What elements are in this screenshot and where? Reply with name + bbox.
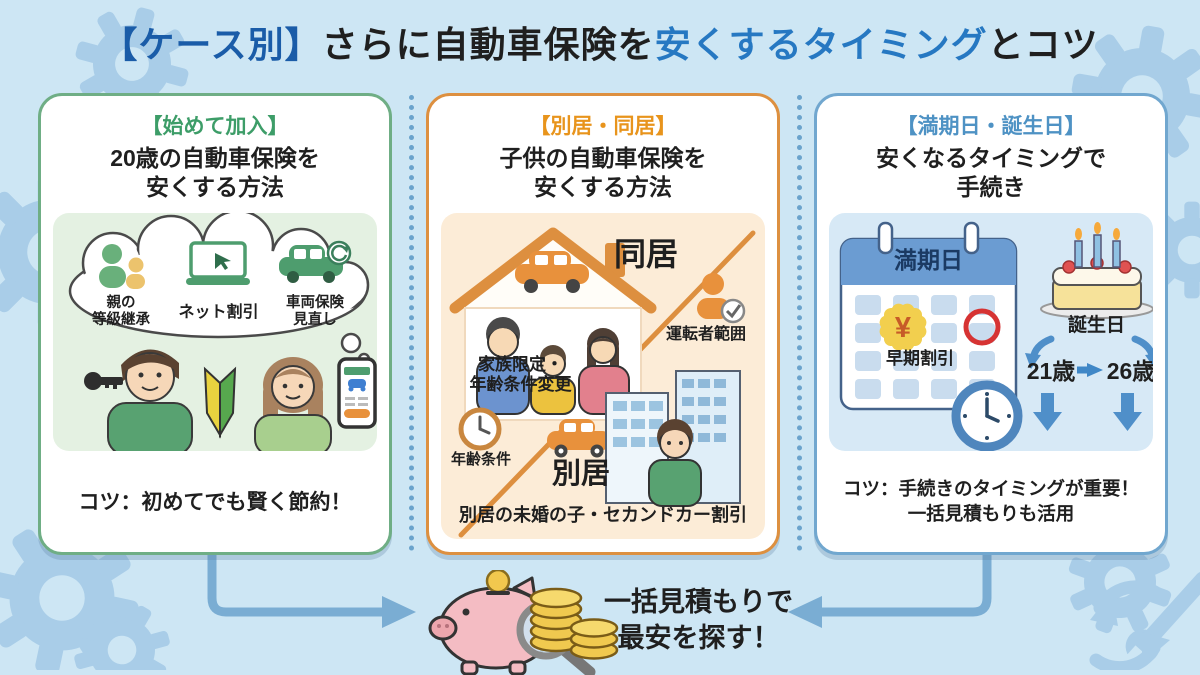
label-age-condition: 年齢条件 <box>450 450 511 468</box>
young-man-icon <box>648 418 702 507</box>
car-review-icon <box>279 240 352 283</box>
birthday-cake-icon <box>1040 221 1153 319</box>
age-arrow-icon <box>1087 362 1103 377</box>
coins-icon <box>529 587 619 660</box>
panel-tag: 【別居・同居】 <box>529 115 677 138</box>
panel3-tip: コツ：手続きのタイミングが重要！ 一括見積もりも活用 <box>842 477 1139 525</box>
panel2-illustration: 同居 運転者範囲 家族限定・ 年齢条件変更 年齢条件 別居 別居の未婚の子・セカ… <box>441 212 765 539</box>
dotted-separator <box>780 93 814 555</box>
page-title: 【ケース別】さらに自動車保険を安くするタイミングとコツ <box>0 16 1200 68</box>
car-key-icon <box>84 371 123 390</box>
flow-connectors <box>207 553 992 628</box>
down-arrows <box>1033 392 1142 431</box>
coin-icon <box>485 570 511 594</box>
yen-badge-icon <box>879 303 927 351</box>
title-segment: 安くするタイミング <box>654 24 988 65</box>
title-segment: 【ケース別】 <box>101 24 322 65</box>
connector-right-arrowhead <box>788 596 822 628</box>
connector-left <box>207 553 382 617</box>
panels-row: 【始めて加入】 20歳の自動車保険を 安くする方法 <box>38 93 1168 555</box>
panel-title: 安くなるタイミングで 手続き <box>876 145 1106 201</box>
panel-title: 20歳の自動車保険を 安くする方法 <box>110 145 320 201</box>
panel1-tip: コツ：初めてでも賢く節約！ <box>78 491 352 515</box>
car-icon <box>547 418 611 458</box>
panel-tag: 【始めて加入】 <box>141 115 289 138</box>
connector-right <box>822 553 992 617</box>
calendar-icon <box>839 221 1018 411</box>
title-segment: さらに自動車保険を <box>321 24 655 65</box>
driver-scope-icon <box>697 272 746 324</box>
label-age-to: 26歳 <box>1106 357 1153 384</box>
title-segment: とコツ <box>987 24 1099 65</box>
young-couple-illustration <box>84 349 377 451</box>
curved-arrows <box>1029 335 1153 363</box>
car-icon <box>515 250 589 293</box>
beginner-mark-icon <box>203 366 237 439</box>
clock-icon <box>951 380 1023 451</box>
panel-timing: 【満期日・誕生日】 安くなるタイミングで 手続き <box>814 93 1168 555</box>
circled-date <box>963 308 1001 346</box>
panel-living-arrangement: 【別居・同居】 子供の自動車保険を 安くする方法 <box>426 93 780 555</box>
buildings-icon <box>605 369 741 507</box>
dotted-separator <box>392 93 426 555</box>
label-driver-scope: 運転者範囲 <box>665 325 746 343</box>
label-birthday: 誕生日 <box>1067 314 1125 336</box>
age-arrow-shaft <box>1077 366 1089 374</box>
connector-left-arrowhead <box>382 596 416 628</box>
panel-title: 子供の自動車保険を 安くする方法 <box>499 145 707 201</box>
laptop-discount-icon <box>186 241 250 285</box>
smartphone-icon <box>337 357 377 429</box>
family-icon <box>99 243 145 289</box>
house-family-icon <box>449 227 657 421</box>
bubble-label-grade: 親の 等級継承 <box>92 294 150 329</box>
label-separate: 別居 <box>551 457 610 490</box>
label-age-from: 21歳 <box>1026 357 1076 384</box>
clock-icon <box>458 407 502 451</box>
label-early-discount: 早期割引 <box>886 348 954 368</box>
bubble-label-net: ネット割引 <box>178 303 259 321</box>
label-together: 同居 <box>613 235 678 272</box>
yen-symbol: ¥ <box>894 311 912 344</box>
label-panel2-bottom: 別居の未婚の子・セカンドカー割引 <box>459 504 747 525</box>
footer-cta: 一括見積もりで 最安を探す！ <box>604 587 793 654</box>
calendar-header-label: 満期日 <box>894 246 963 273</box>
curved-arrowheads <box>1025 352 1153 369</box>
bubble-label-vehicle: 車両保険 見直し <box>286 294 344 329</box>
thought-bubble <box>68 212 371 366</box>
panel1-illustration: 親の 等級継承 ネット割引 車両保険 見直し <box>53 212 377 451</box>
label-family-limit: 家族限定・ 年齢条件変更 <box>469 354 572 395</box>
panel-first-enrollment: 【始めて加入】 20歳の自動車保険を 安くする方法 <box>38 93 392 555</box>
panel3-illustration: 満期日 ¥ 早期割引 誕生日 21歳 26歳 <box>829 212 1153 451</box>
recycle-arrowheads <box>1090 592 1170 664</box>
panel-tag: 【満期日・誕生日】 <box>896 115 1086 138</box>
